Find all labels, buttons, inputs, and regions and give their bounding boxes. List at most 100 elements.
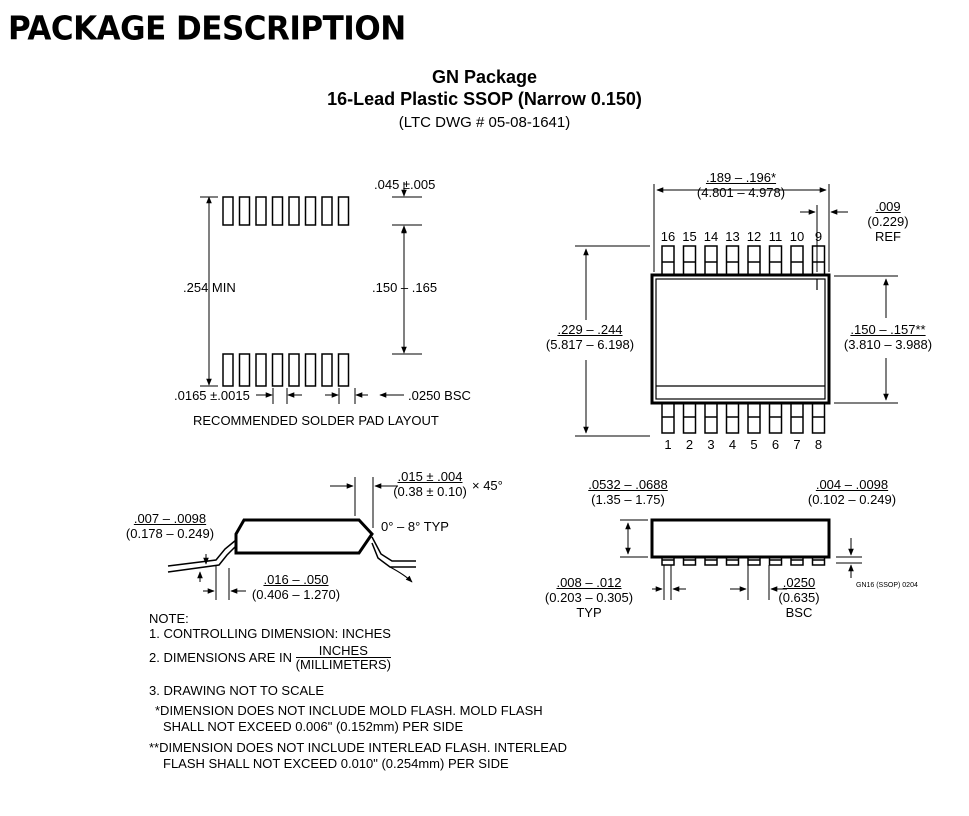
- end-view-leads: [661, 556, 826, 566]
- note-3: 3. DRAWING NOT TO SCALE: [149, 683, 325, 698]
- package-drawing-number: (LTC DWG # 05-08-1641): [398, 114, 571, 131]
- note-2: 2. DIMENSIONS ARE IN INCHES(MILLIMETERS): [149, 643, 392, 672]
- package-body-outline: [650, 273, 831, 405]
- package-lead: [661, 245, 675, 276]
- package-lead: [768, 402, 783, 434]
- solder-pad: [337, 353, 350, 387]
- top-leads: [661, 245, 826, 276]
- notes-title: NOTE:: [149, 611, 189, 626]
- note-star-1a: *DIMENSION DOES NOT INCLUDE MOLD FLASH. …: [155, 703, 543, 718]
- label-body-width: .150 – .157**(3.810 – 3.988): [843, 322, 933, 352]
- label-standoff: .004 – .0098(0.102 – 0.249): [807, 477, 897, 507]
- pin-number: 8: [814, 437, 823, 452]
- solder-pad: [271, 196, 284, 226]
- page-heading: PACKAGE DESCRIPTION: [8, 10, 406, 48]
- pin-number: 10: [789, 229, 805, 244]
- package-lead: [704, 402, 718, 434]
- solder-pad: [304, 353, 317, 387]
- label-end-pitch: .0250(0.635)BSC: [778, 575, 820, 620]
- label-pad-height: .045 ±.005: [374, 177, 436, 192]
- label-chamfer-angle: × 45°: [472, 478, 503, 493]
- solder-pads-top: [222, 196, 350, 226]
- end-body: [650, 518, 831, 559]
- solder-pad: [321, 353, 333, 387]
- label-ref: .009(0.229)REF: [867, 199, 909, 244]
- label-inner-span: .150 – .165: [372, 280, 438, 295]
- label-package-height: .0532 – .0688(1.35 – 1.75): [588, 477, 668, 507]
- package-lead: [747, 245, 761, 276]
- top-view: [575, 184, 898, 437]
- end-lead: [811, 556, 826, 566]
- solder-pad: [304, 196, 317, 226]
- package-lead: [661, 402, 675, 434]
- package-lead: [682, 245, 697, 276]
- package-lead: [811, 402, 826, 434]
- solder-pad: [321, 196, 333, 226]
- solder-pad: [255, 196, 267, 226]
- solder-pad: [288, 196, 300, 226]
- pin-number: 9: [814, 229, 823, 244]
- package-lead: [768, 245, 783, 276]
- note-star-1b: SHALL NOT EXCEED 0.006" (0.152mm) PER SI…: [163, 719, 464, 734]
- pin-number: 2: [685, 437, 694, 452]
- note-star-2b: FLASH SHALL NOT EXCEED 0.010" (0.254mm) …: [163, 756, 509, 771]
- pin-number: 4: [728, 437, 737, 452]
- label-overall-width: .229 – .244(5.817 – 6.198): [545, 322, 635, 352]
- pin-number: 6: [771, 437, 780, 452]
- package-lead: [682, 402, 697, 434]
- package-body-inner: [655, 278, 826, 400]
- solder-pad-layout: [200, 182, 422, 404]
- pin-number: 1: [664, 437, 672, 452]
- label-lead-thickness: .007 – .0098(0.178 – 0.249): [125, 511, 215, 541]
- note-star-2a: **DIMENSION DOES NOT INCLUDE INTERLEAD F…: [149, 740, 568, 755]
- solder-pads-bottom: [222, 353, 350, 387]
- side-view: [167, 477, 416, 600]
- solder-pad: [255, 353, 267, 387]
- end-lead: [790, 556, 804, 566]
- package-lead: [747, 402, 761, 434]
- solder-pad: [288, 353, 300, 387]
- solder-pad: [271, 353, 284, 387]
- solder-pad: [222, 353, 234, 387]
- package-lead: [811, 245, 826, 276]
- solder-pad: [238, 196, 251, 226]
- pin-number: 15: [682, 229, 697, 244]
- label-foot-length: .016 – .050(0.406 – 1.270): [251, 572, 341, 602]
- package-lead: [790, 402, 804, 434]
- pin-number: 3: [707, 437, 715, 452]
- package-lead: [790, 245, 804, 276]
- pin-number: 13: [725, 229, 740, 244]
- pin-number: 7: [793, 437, 801, 452]
- drawing-code: GN16 (SSOP) 0204: [856, 582, 918, 589]
- note-2-fraction: INCHES(MILLIMETERS): [295, 643, 392, 672]
- end-lead: [661, 556, 675, 566]
- end-lead: [704, 556, 718, 566]
- pin-number: 12: [746, 229, 762, 244]
- package-lead: [704, 245, 718, 276]
- label-min-span: .254 MIN: [183, 280, 236, 295]
- pin-number: 16: [660, 229, 676, 244]
- label-pad-width: .0165 ±.0015: [174, 388, 250, 403]
- label-lead-angle: 0° – 8° TYP: [381, 519, 449, 534]
- package-subtitle: 16-Lead Plastic SSOP (Narrow 0.150): [327, 89, 642, 109]
- label-chamfer: .015 ± .004(0.38 ± 0.10): [393, 469, 467, 499]
- end-lead: [725, 556, 740, 566]
- pin-number: 11: [768, 229, 783, 244]
- end-lead: [747, 556, 761, 566]
- note-1: 1. CONTROLLING DIMENSION: INCHES: [149, 626, 391, 641]
- package-lead: [725, 245, 740, 276]
- pin-number: 14: [703, 229, 719, 244]
- bottom-leads: [661, 402, 826, 434]
- end-view: [620, 518, 862, 600]
- pin-number: 5: [750, 437, 758, 452]
- solder-pad: [337, 196, 350, 226]
- side-body: [234, 518, 374, 555]
- solder-pad: [238, 353, 251, 387]
- label-lead-width: .008 – .012(0.203 – 0.305)TYP: [544, 575, 634, 620]
- label-length: .189 – .196*(4.801 – 4.978): [696, 170, 786, 200]
- label-pitch: .0250 BSC: [408, 388, 471, 403]
- solder-pad: [222, 196, 234, 226]
- package-lead: [725, 402, 740, 434]
- package-title: GN Package: [431, 67, 538, 87]
